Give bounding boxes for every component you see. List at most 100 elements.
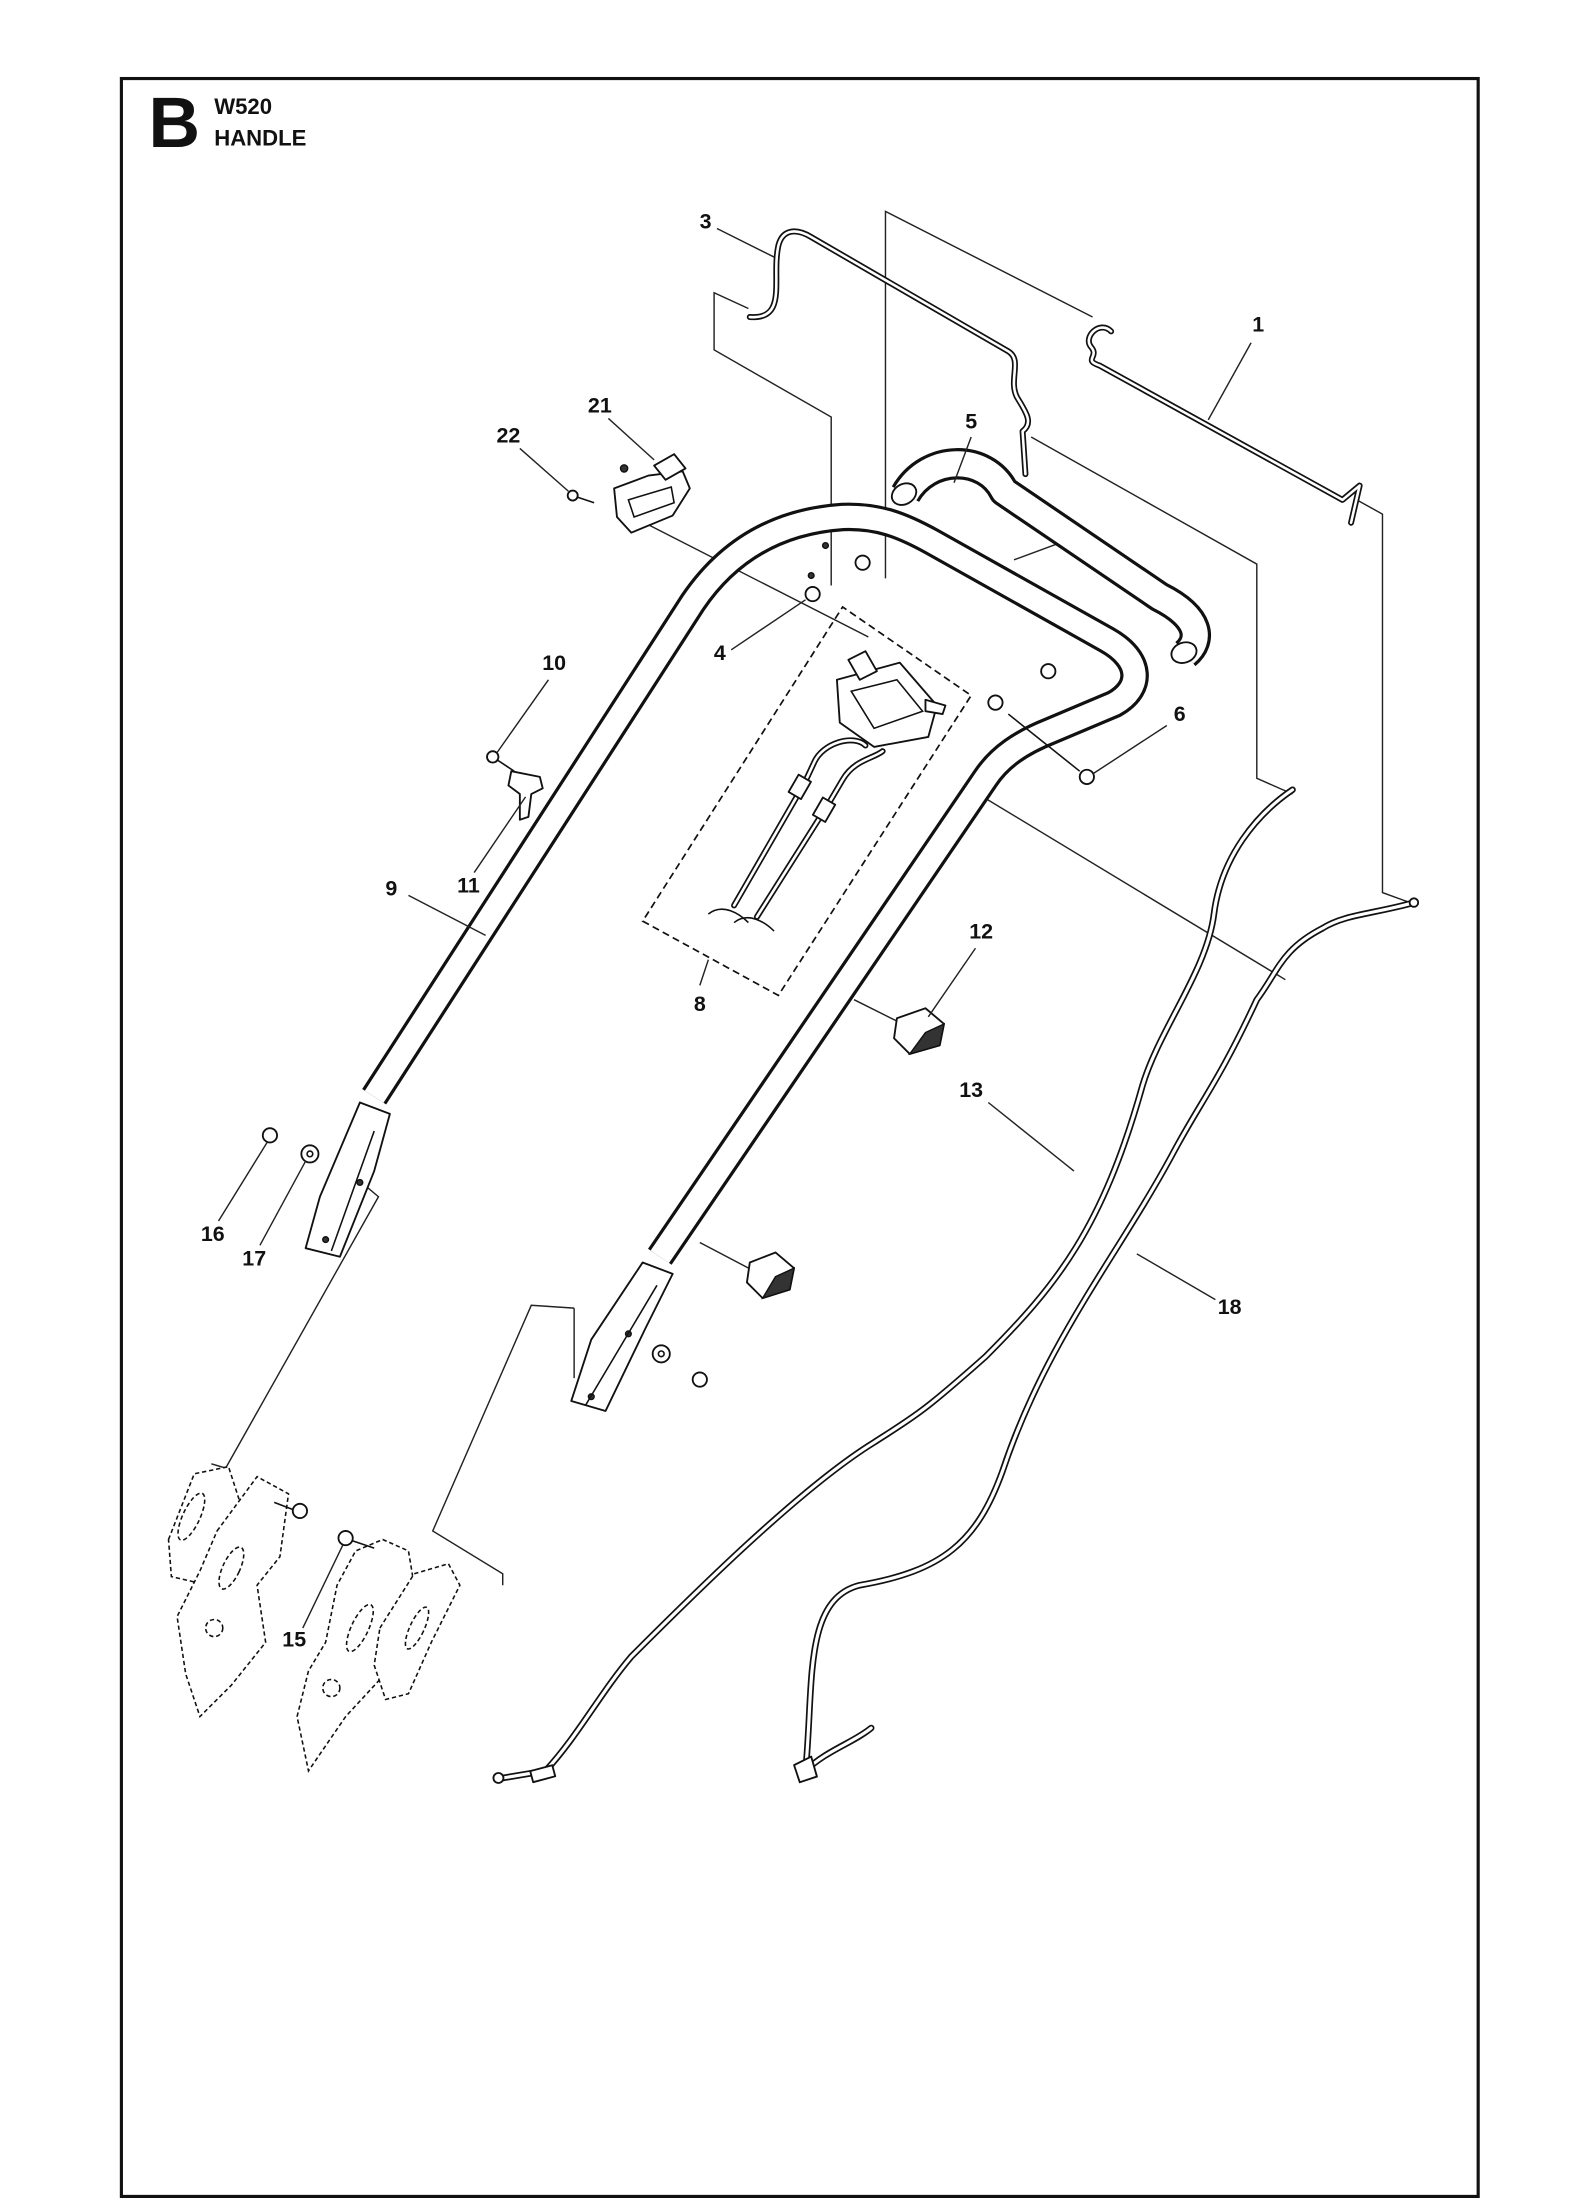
bracket-bolt: [291, 1502, 308, 1520]
leader-line-11: [473, 796, 527, 873]
callout-3: 3: [700, 209, 712, 233]
leader-line-21: [607, 417, 655, 461]
switch-holder-part-21: [613, 453, 691, 534]
control-terminal: [924, 698, 947, 715]
bolt-head: [1078, 768, 1095, 785]
handle-hole: [821, 541, 830, 550]
handle-hole: [807, 571, 815, 580]
washer: [651, 1344, 671, 1364]
cable-break: [707, 908, 775, 932]
lower-bar-inner: [894, 451, 1208, 664]
control-box: [835, 661, 938, 748]
bolt-head: [337, 1530, 354, 1547]
nut: [987, 694, 1004, 711]
section-letter: B: [149, 83, 201, 163]
washer-part-17: [300, 1144, 320, 1164]
callout-5: 5: [965, 409, 977, 433]
cable-part-18: [793, 897, 1420, 1784]
screw-head: [566, 489, 579, 502]
cable-ferrule: [811, 796, 837, 823]
plane-line: [970, 789, 1286, 981]
lower-bar-end: [890, 482, 918, 506]
model-name: W520: [214, 94, 272, 119]
nut: [691, 1371, 708, 1388]
bracket-slot: [218, 1546, 245, 1590]
page-border: [119, 76, 1480, 2199]
leader-line-18: [1136, 1253, 1216, 1301]
wire-outline: [746, 228, 1032, 478]
callout-12: 12: [969, 919, 993, 943]
leader-line-6: [1092, 724, 1168, 775]
nut: [854, 554, 871, 571]
leader-line-22: [519, 447, 569, 492]
cable-ring-terminal: [492, 1772, 505, 1784]
leader-line-9: [408, 894, 486, 937]
leader-line-5: [953, 436, 972, 483]
lower-bar-end: [1170, 641, 1198, 664]
screw-part-10: [486, 750, 515, 772]
wire-inner: [1087, 326, 1361, 524]
handle-bracket-right: [296, 1538, 461, 1773]
control-cable: [731, 737, 869, 909]
switch-knob: [653, 453, 687, 481]
bolt-part-15: [337, 1530, 375, 1549]
foot-hole: [356, 1178, 364, 1187]
callout-21: 21: [588, 394, 612, 418]
cable-ferrule: [787, 773, 812, 801]
bracket-plate: [176, 1475, 290, 1719]
bolt-part-6: [987, 663, 1095, 785]
leader-line-10: [496, 679, 550, 754]
wire-inner: [748, 230, 1030, 476]
callout-11: 11: [457, 874, 480, 898]
control-cable: [755, 749, 884, 919]
clip-part-11: [507, 770, 544, 821]
leader-line-3: [716, 227, 775, 258]
callout-15: 15: [282, 1628, 306, 1652]
bolt-shaft: [352, 1540, 375, 1549]
cable-inner: [803, 900, 1416, 1773]
handle-right-foot: [570, 1261, 674, 1412]
foot-crease: [330, 1130, 375, 1252]
nut-part-4: [804, 541, 871, 603]
screw-shaft: [576, 496, 595, 504]
bracket-slot: [345, 1603, 375, 1653]
kit-boundary: [641, 605, 973, 997]
callout-9: 9: [385, 876, 397, 900]
callout-16: 16: [201, 1222, 225, 1246]
callout-6: 6: [1174, 702, 1186, 726]
nut-part-16: [261, 1127, 278, 1144]
handle-bracket-left: [167, 1465, 308, 1719]
lower-handle-bar-part-5: [890, 448, 1211, 667]
bracket-slot: [177, 1492, 206, 1542]
cable-guide-part-12: [893, 1007, 946, 1056]
leader-line-12: [927, 947, 977, 1018]
control-assembly-part-8: [641, 605, 973, 997]
screw-head: [486, 750, 500, 764]
handle-tube-inner: [364, 505, 1146, 1263]
cable-clip: [507, 770, 544, 821]
nut-washer-right: [651, 1344, 708, 1388]
handle-part-9: [304, 502, 1149, 1412]
leader-line-16: [217, 1142, 268, 1222]
leader-line-8: [699, 959, 710, 986]
cable-inner: [501, 788, 1295, 1780]
screw-part-22: [566, 489, 595, 504]
cable-outline: [499, 786, 1296, 1782]
bolt-shaft: [1007, 713, 1081, 772]
guide-block-face: [761, 1266, 796, 1300]
callout-10: 10: [542, 651, 566, 675]
plane-line: [431, 1304, 575, 1586]
cable-clip: [793, 1755, 818, 1784]
control-wire-part-1: [1086, 324, 1363, 526]
bracket-bolt-shaft: [273, 1501, 294, 1511]
washer-hole: [657, 1350, 665, 1358]
diagram-title: HANDLE: [214, 126, 306, 151]
nut: [261, 1127, 278, 1144]
control-box-detail: [849, 678, 924, 730]
cable-connector: [529, 1764, 557, 1784]
switch-housing-detail: [627, 485, 675, 518]
leader-line-15: [302, 1544, 344, 1629]
callout-1: 1: [1252, 312, 1264, 336]
callout-18: 18: [1218, 1295, 1242, 1319]
